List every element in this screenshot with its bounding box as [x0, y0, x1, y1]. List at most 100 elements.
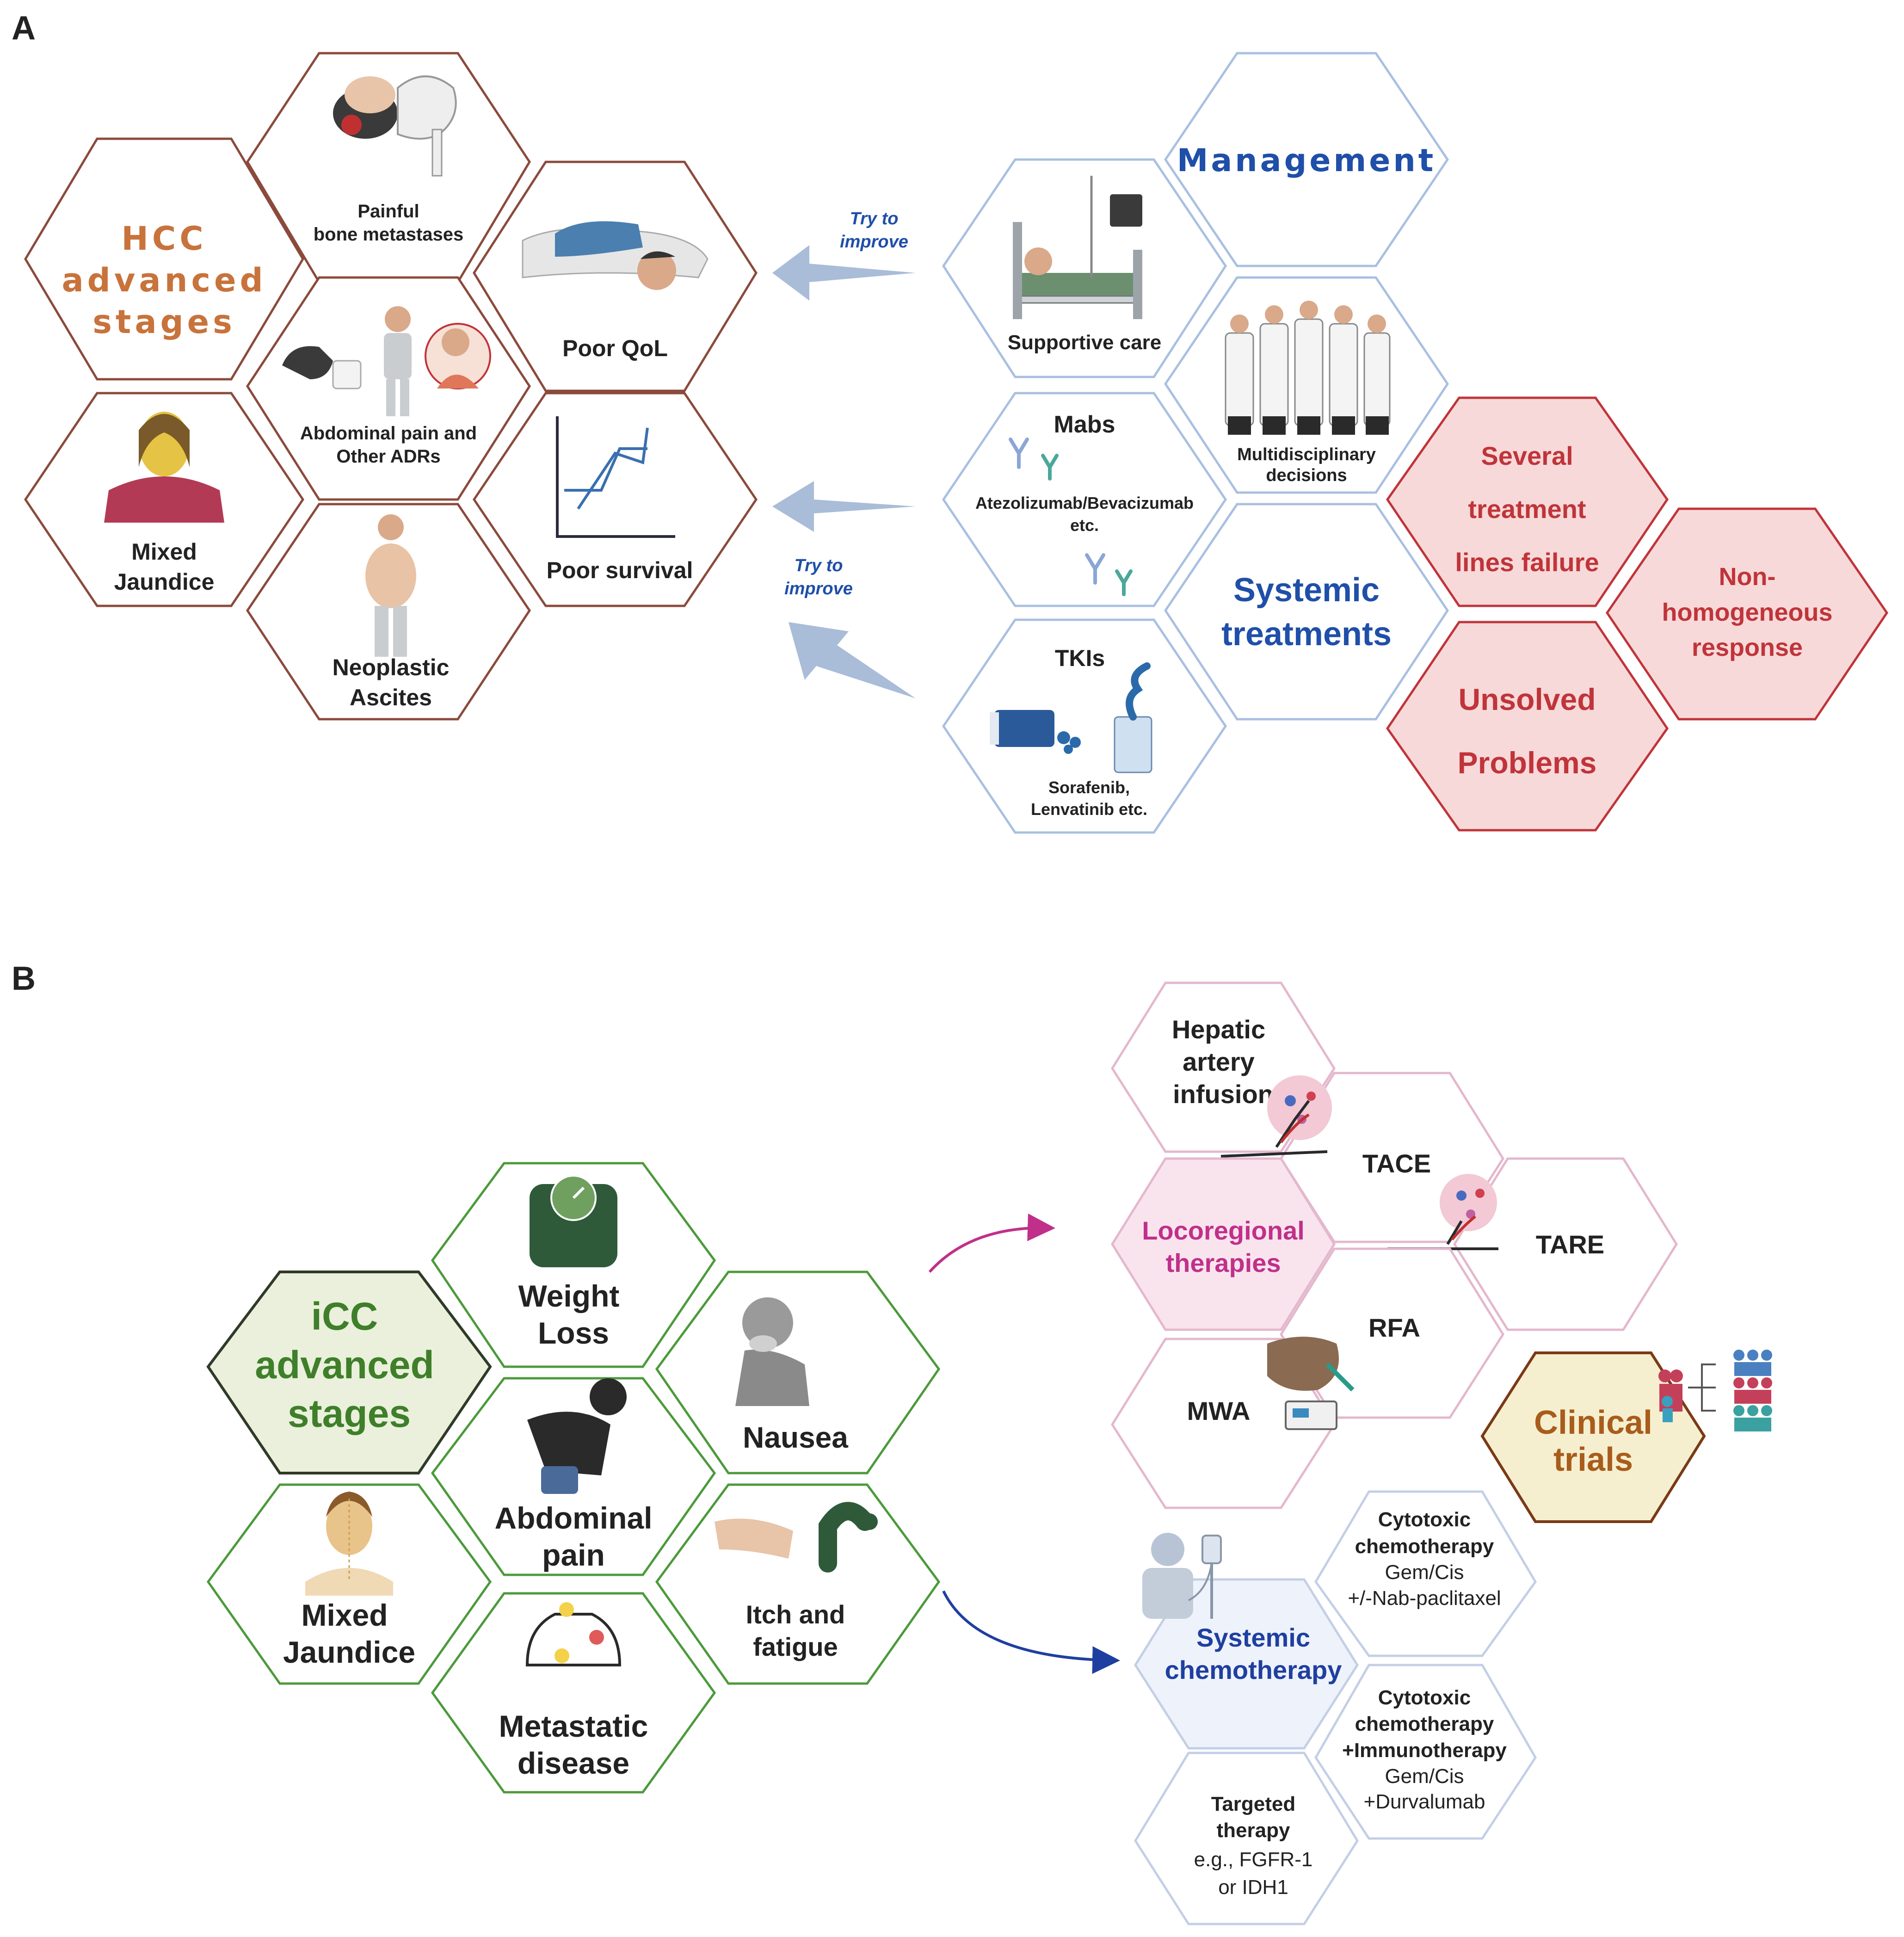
- arrow-to-locoregional: [928, 1213, 1055, 1273]
- supportive-care-hex: Supportive care: [942, 158, 1227, 378]
- rfa-label: RFA: [1368, 1313, 1420, 1342]
- itch-line2: fatigue: [753, 1632, 838, 1661]
- cyto1-line2: chemotherapy: [1355, 1535, 1494, 1558]
- survival-label: Poor survival: [547, 557, 693, 583]
- panel-a-letter: A: [12, 10, 36, 47]
- abdominal-pain-hex-b: Abdominal pain: [431, 1377, 716, 1576]
- multidisciplinary-line1: Multidisciplinary: [1237, 445, 1376, 464]
- cytotoxic-immuno-hex: Cytotoxic chemotherapy +Immunotherapy Ge…: [1314, 1664, 1537, 1840]
- mabs-title: Mabs: [1054, 411, 1115, 438]
- unsolved-line1: Unsolved: [1458, 682, 1596, 716]
- cyto1-line3: Gem/Cis: [1385, 1561, 1464, 1584]
- metastatic-disease-hex: Metastatic disease: [431, 1592, 716, 1794]
- pill-bottle-icon: [990, 662, 1152, 773]
- nonhomogeneous-hex: Non- homogeneous response: [1605, 507, 1889, 721]
- nausea-hex: Nausea: [655, 1271, 941, 1474]
- improve-arrow-middle: [772, 481, 916, 532]
- abdominal-b-line2: pain: [542, 1538, 605, 1572]
- tumor-catheter-icon-2: [1387, 1174, 1498, 1250]
- multidisciplinary-line2: decisions: [1266, 466, 1347, 485]
- chemo-line1: Systemic: [1196, 1623, 1310, 1652]
- chemo-line2: chemotherapy: [1165, 1655, 1342, 1684]
- mixed-jaundice-hex-a: Mixed Jaundice: [24, 392, 305, 607]
- try-improve-top-line1: Try to: [850, 209, 899, 228]
- systemic-chemo-hex: Systemic chemotherapy: [1134, 1578, 1359, 1750]
- itch-battery-icon: [715, 1502, 878, 1573]
- liver-ablation-icon: [1267, 1337, 1355, 1430]
- itch-fatigue-hex: Itch and fatigue: [655, 1483, 941, 1685]
- locoregional-line2: therapies: [1166, 1248, 1281, 1277]
- icc-title-line3: stages: [288, 1392, 411, 1435]
- jaundice-b-line2: Jaundice: [283, 1635, 415, 1669]
- neoplastic-ascites-hex: Neoplastic Ascites: [246, 503, 531, 721]
- arrow-to-systemic-chemo: [942, 1590, 1120, 1674]
- nonhomog-line3: response: [1692, 634, 1803, 661]
- ascites-line2: Ascites: [350, 685, 432, 710]
- try-improve-top-line2: improve: [840, 232, 908, 252]
- systemic-line1: Systemic: [1233, 572, 1380, 609]
- icc-title-hex: iCC advanced stages: [206, 1271, 492, 1474]
- systemic-line2: treatments: [1221, 616, 1392, 653]
- tkis-hex: TKIs Sorafenib, Lenvatinib etc.: [942, 618, 1227, 834]
- poor-qol-hex: Poor QoL: [473, 160, 758, 392]
- cyto2-line4: Gem/Cis: [1385, 1765, 1464, 1788]
- icc-title-line1: iCC: [311, 1295, 378, 1338]
- nonhomog-line1: Non-: [1719, 563, 1776, 591]
- cytotoxic-chemo-hex: Cytotoxic chemotherapy Gem/Cis +/-Nab-pa…: [1314, 1490, 1537, 1657]
- iv-patient-icon: [1142, 1533, 1222, 1619]
- mabs-examples-line1: Atezolizumab/Bevacizumab: [975, 494, 1194, 512]
- improve-arrow-bottom: [789, 622, 916, 698]
- pelvis-icon: [333, 75, 457, 177]
- jaundice-a-line2: Jaundice: [114, 569, 215, 595]
- icc-title-line2: advanced: [255, 1343, 434, 1387]
- targeted-therapy-hex: Targeted therapy e.g., FGFR-1 or IDH1: [1134, 1752, 1359, 1925]
- improve-arrow-top: [772, 245, 916, 301]
- targeted-line2: therapy: [1217, 1819, 1290, 1842]
- itch-line1: Itch and: [746, 1600, 845, 1629]
- metastatic-line1: Metastatic: [499, 1709, 648, 1743]
- supportive-label: Supportive care: [1008, 331, 1162, 354]
- tkis-examples-line1: Sorafenib,: [1048, 778, 1130, 797]
- bone-label-line2: bone metastases: [314, 224, 464, 245]
- cyto1-line1: Cytotoxic: [1378, 1508, 1471, 1531]
- management-hex: Management: [1164, 52, 1449, 267]
- clinical-trials-hex: Clinical trials: [1480, 1351, 1706, 1523]
- poor-survival-hex: Poor survival: [472, 392, 758, 607]
- panel-b-letter: B: [12, 960, 36, 997]
- clinical-line1: Clinical: [1534, 1404, 1652, 1441]
- tumor-catheter-icon-1: [1220, 1075, 1332, 1158]
- tkis-title: TKIs: [1055, 645, 1105, 671]
- qol-label: Poor QoL: [562, 335, 668, 361]
- doctors-group-icon: [1225, 301, 1391, 435]
- hepatic-line3: infusion: [1173, 1080, 1274, 1109]
- cyto2-line3: +Immunotherapy: [1342, 1739, 1507, 1762]
- abdominal-label-line2: Other ADRs: [336, 446, 440, 467]
- weight-line1: Weight: [518, 1279, 620, 1313]
- targeted-line1: Targeted: [1211, 1793, 1296, 1815]
- several-line2: treatment: [1468, 494, 1586, 524]
- cyto2-line2: chemotherapy: [1355, 1713, 1494, 1735]
- targeted-line4: or IDH1: [1218, 1876, 1288, 1899]
- unsolved-line2: Problems: [1458, 746, 1597, 780]
- multidisciplinary-hex: Multidisciplinary decisions: [1164, 276, 1449, 494]
- nausea-label: Nausea: [743, 1421, 848, 1454]
- tkis-examples-line2: Lenvatinib etc.: [1031, 800, 1147, 819]
- clinical-line2: trials: [1553, 1441, 1633, 1478]
- hospital-bed-icon: [1013, 176, 1142, 319]
- hcc-title-hex: HCC advanced stages: [24, 137, 304, 381]
- hepatic-line1: Hepatic: [1172, 1015, 1265, 1044]
- bone-label-line1: Painful: [357, 201, 419, 222]
- jaundice-a-line1: Mixed: [131, 539, 197, 565]
- abdominal-label-line1: Abdominal pain and: [300, 423, 477, 444]
- jaundice-b-line1: Mixed: [301, 1598, 388, 1632]
- unsolved-problems-hex: Unsolved Problems: [1386, 621, 1669, 832]
- try-improve-mid-line1: Try to: [795, 556, 843, 575]
- mwa-label: MWA: [1187, 1396, 1251, 1425]
- mixed-jaundice-hex-b: Mixed Jaundice: [206, 1483, 492, 1685]
- cyto2-line1: Cytotoxic: [1378, 1686, 1471, 1709]
- try-improve-mid-line2: improve: [784, 579, 853, 598]
- antibody-icon: [1009, 438, 1133, 596]
- locoregional-hex: Locoregional therapies: [1111, 1157, 1336, 1331]
- weight-line2: Loss: [538, 1316, 609, 1350]
